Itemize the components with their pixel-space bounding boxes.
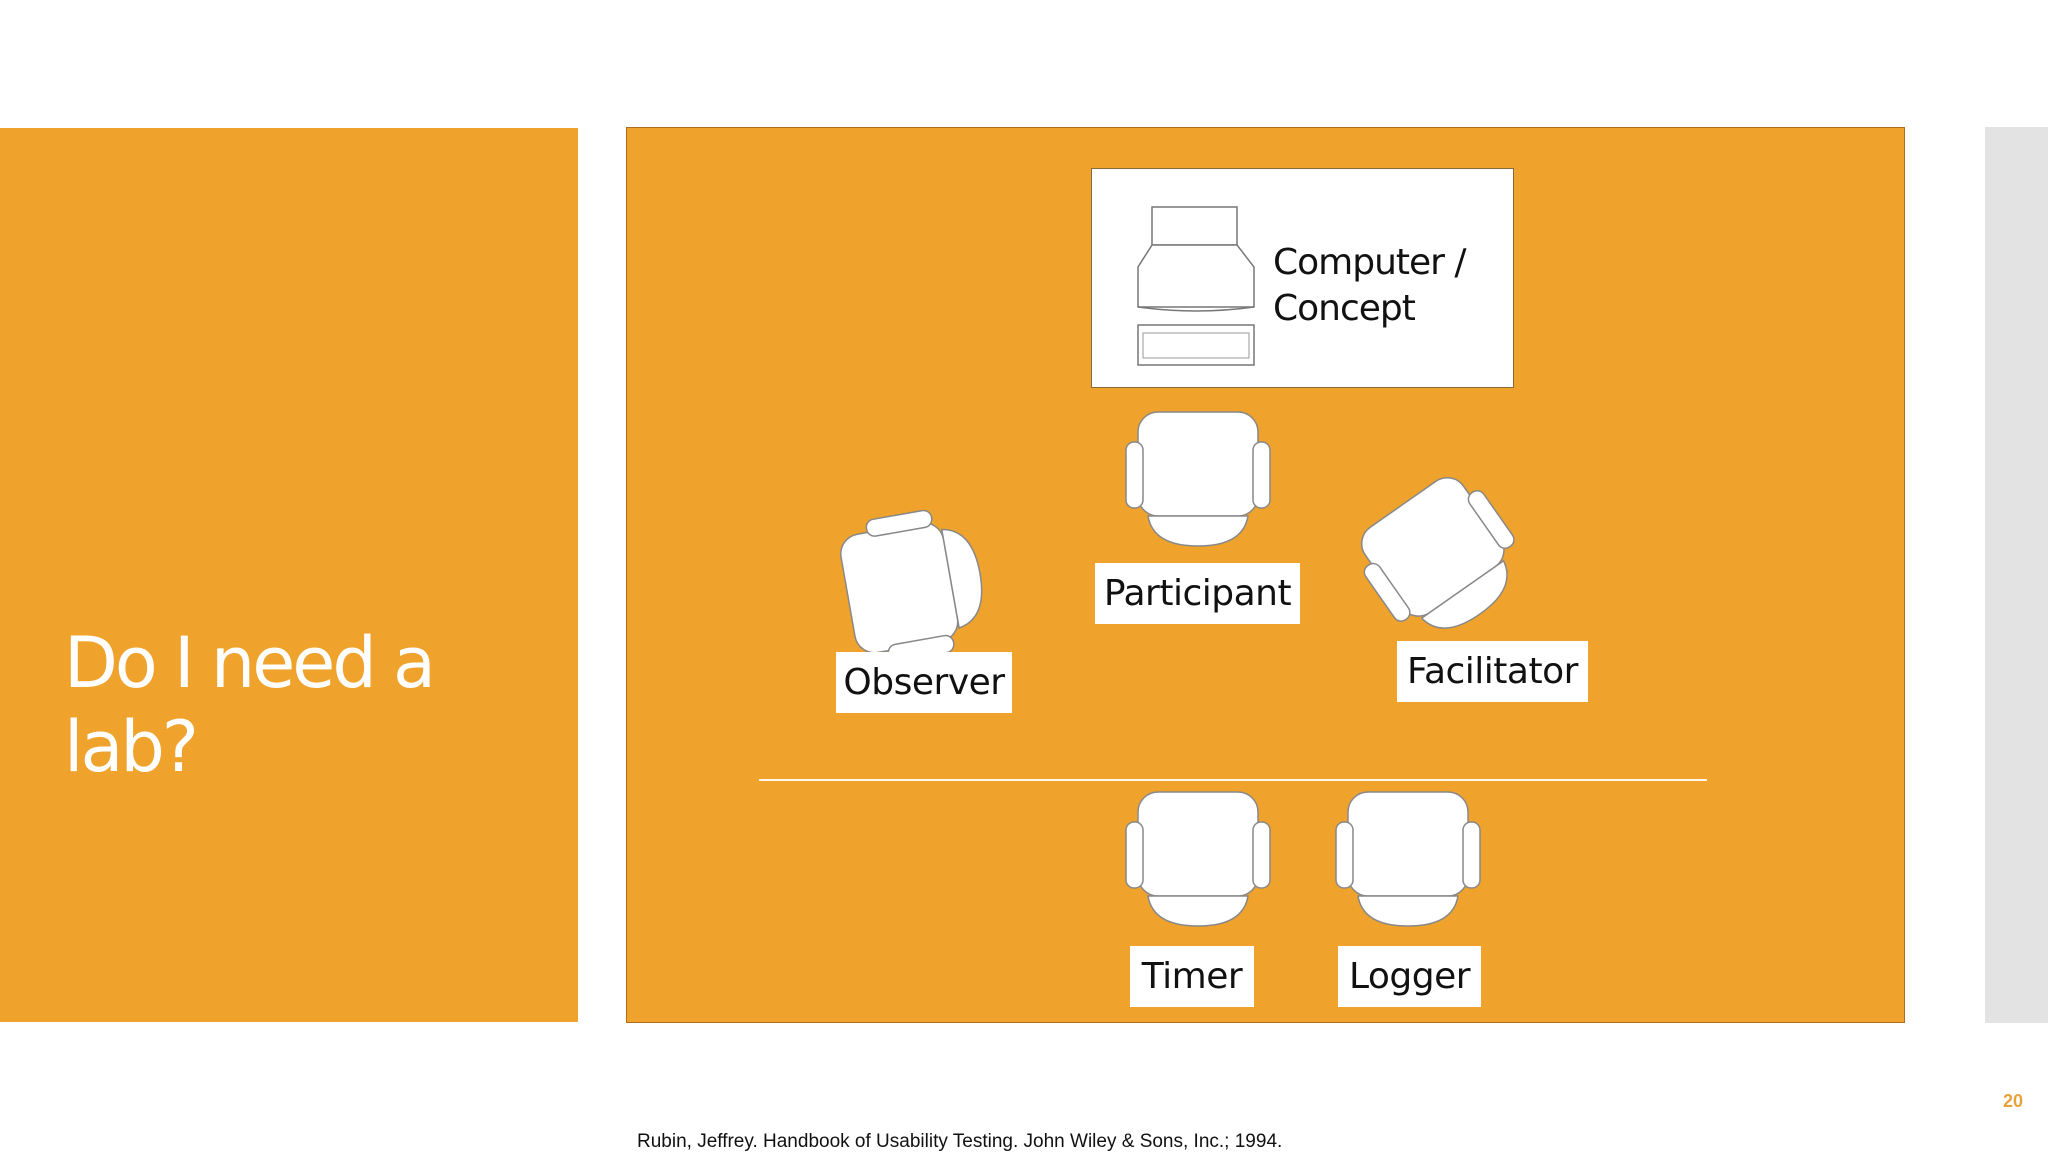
timer-label: Timer: [1130, 946, 1254, 1007]
participant-chair-icon: [1125, 411, 1271, 547]
side-bar: [1985, 127, 2048, 1023]
facilitator-label: Facilitator: [1397, 641, 1588, 702]
observation-divider: [759, 779, 1707, 781]
title-panel: Do I need a lab?: [0, 128, 578, 1022]
computer-icon: [1137, 206, 1255, 366]
slide-title: Do I need a lab?: [64, 622, 436, 788]
observer-chair-icon: [840, 509, 983, 662]
computer-label: Computer / Concept: [1273, 242, 1467, 329]
logger-chair-icon: [1335, 791, 1481, 927]
computer-station: [1091, 168, 1514, 388]
page-number: 20: [2003, 1091, 2024, 1111]
logger-label: Logger: [1338, 946, 1481, 1007]
citation: Rubin, Jeffrey. Handbook of Usability Te…: [637, 1131, 1283, 1152]
participant-label: Participant: [1095, 563, 1300, 624]
timer-chair-icon: [1125, 791, 1271, 927]
observer-label: Observer: [836, 652, 1012, 713]
facilitator-chair-icon: [1360, 476, 1515, 629]
